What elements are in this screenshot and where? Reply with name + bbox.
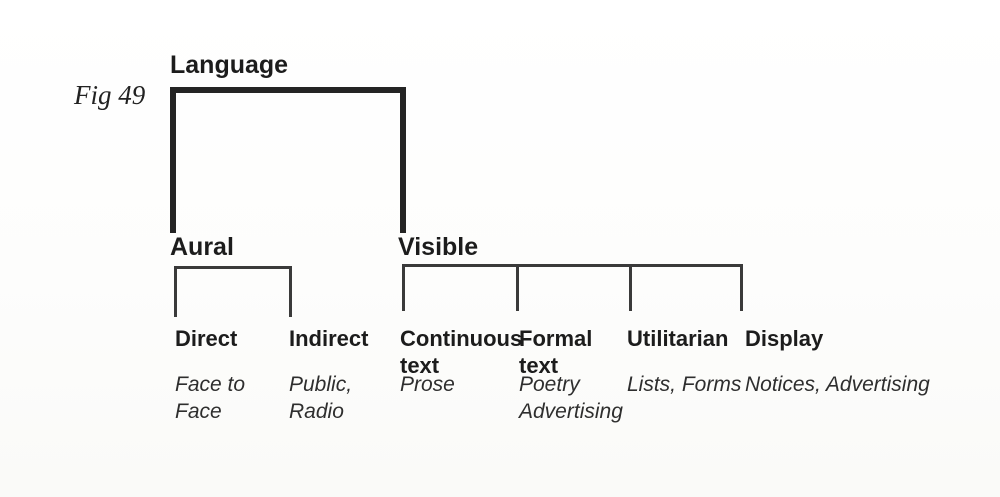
- examples-indirect: Public, Radio: [289, 373, 353, 423]
- visible-bracket-divider-2: [629, 267, 632, 311]
- node-utilitarian-label: Utilitarian: [627, 326, 729, 351]
- examples-display: Notices, Advertising: [745, 373, 930, 396]
- examples-formal-text: Poetry Advertising: [519, 373, 623, 423]
- visible-bracket: [402, 264, 743, 311]
- node-language-label: Language: [170, 51, 289, 79]
- node-direct-label: Direct: [175, 326, 238, 351]
- language-bracket: [170, 87, 406, 233]
- aural-bracket: [174, 266, 292, 317]
- examples-direct: Face to Face: [175, 373, 246, 423]
- examples-continuous-text: Prose: [400, 373, 455, 396]
- node-indirect-label: Indirect: [289, 326, 369, 351]
- node-display-label: Display: [745, 326, 824, 351]
- figure-label: Fig 49: [74, 80, 146, 110]
- node-formal-text-label: Formal text: [519, 326, 593, 378]
- examples-utilitarian: Lists, Forms: [627, 373, 742, 396]
- visible-bracket-divider-1: [516, 267, 519, 311]
- node-continuous-text-label: Continuous text: [400, 326, 523, 378]
- node-visible-label: Visible: [398, 233, 479, 261]
- node-aural-label: Aural: [170, 233, 234, 261]
